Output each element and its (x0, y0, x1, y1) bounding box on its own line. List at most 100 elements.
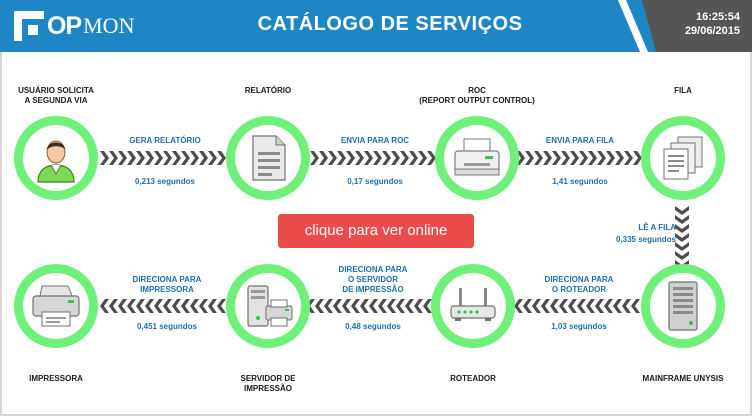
chevron-left-icon (369, 299, 378, 313)
chevron-right-icon (190, 151, 199, 165)
chevron-left-icon (333, 299, 342, 313)
node-label-line: SERVIDOR DE (240, 374, 296, 383)
chevron-left-icon (217, 299, 226, 313)
chevron-right-icon (579, 151, 588, 165)
node-mainframe[interactable] (641, 264, 725, 348)
node-impressora[interactable] (14, 264, 98, 348)
step-label-line: DE IMPRESSÃO (342, 285, 404, 294)
node-label-line: ROC (468, 86, 486, 95)
chevron-left-icon (378, 299, 387, 313)
arrow-envia-roc (310, 151, 440, 165)
node-servidor[interactable] (226, 264, 310, 348)
node-label-line: RELATÓRIO (244, 86, 292, 95)
node-label-relatorio: RELATÓRIO (203, 86, 333, 96)
chevron-right-icon (199, 151, 208, 165)
step-label-envia-fila: ENVIA PARA FILA (525, 136, 635, 146)
chevron-left-icon (604, 299, 613, 313)
chevron-right-icon (624, 151, 633, 165)
chevron-left-icon (523, 299, 532, 313)
chevron-left-icon (387, 299, 396, 313)
chevron-right-icon (154, 151, 163, 165)
chevron-right-icon (543, 151, 552, 165)
step-label-line: ENVIA PARA ROC (340, 136, 410, 145)
node-label-line: (REPORT OUTPUT CONTROL) (419, 96, 535, 105)
chevron-right-icon (597, 151, 606, 165)
chevron-right-icon (561, 151, 570, 165)
node-label-line: IMPRESSORA (29, 374, 83, 383)
step-label-line: O ROTEADOR (551, 285, 607, 294)
opmon-logo: OP MON (14, 10, 134, 42)
clock-date: 29/06/2015 (684, 25, 740, 37)
chevron-right-icon (615, 151, 624, 165)
chevron-right-icon (319, 151, 328, 165)
chevron-down-icon (675, 206, 689, 215)
logo-mark-icon (14, 11, 44, 41)
step-time-envia-fila: 1,41 segundos (552, 177, 608, 186)
arrow-envia-fila (516, 151, 646, 165)
chevron-right-icon (109, 151, 118, 165)
step-time-direciona-roteador: 1,03 segundos (551, 322, 607, 331)
node-fila[interactable] (641, 116, 725, 200)
chevron-down-icon (675, 215, 689, 224)
chevron-left-icon (577, 299, 586, 313)
chevron-left-icon (396, 299, 405, 313)
chevron-right-icon (145, 151, 154, 165)
step-label-line: IMPRESSORA (140, 285, 194, 294)
chevron-down-icon (675, 224, 689, 233)
chevron-right-icon (418, 151, 427, 165)
server-tower-icon (668, 281, 698, 331)
printer-device-icon (32, 285, 80, 327)
header-bar: OP MON CATÁLOGO DE SERVIÇOS 16:25:54 29/… (0, 0, 752, 52)
chevron-right-icon (606, 151, 615, 165)
step-time-le-fila: 0,335 segundos (615, 235, 676, 244)
arrow-direciona-impressora (100, 299, 234, 313)
chevron-right-icon (400, 151, 409, 165)
chevron-right-icon (118, 151, 127, 165)
arrow-le-fila (675, 206, 689, 270)
chevron-left-icon (315, 299, 324, 313)
chevron-left-icon (559, 299, 568, 313)
document-icon (252, 135, 286, 181)
chevron-right-icon (391, 151, 400, 165)
step-label-line: ENVIA PARA FILA (545, 136, 615, 145)
node-label-servidor: SERVIDOR DE IMPRESSÃO (203, 374, 333, 394)
documents-stack-icon (663, 136, 703, 180)
step-label-line: LÊ A FILA (638, 223, 676, 232)
step-label-line: DIRECIONA PARA (544, 275, 614, 284)
chevron-left-icon (622, 299, 631, 313)
printer-icon (454, 138, 500, 176)
node-label-roteador: ROTEADOR (408, 374, 538, 384)
node-relatorio[interactable] (226, 116, 310, 200)
chevron-right-icon (163, 151, 172, 165)
node-label-mainframe: MAINFRAME UNYSIS (618, 374, 748, 384)
node-label-impressora: IMPRESSORA (0, 374, 121, 384)
node-label-line: USUÁRIO SOLICITA (18, 86, 94, 95)
chevron-left-icon (423, 299, 432, 313)
chevron-left-icon (351, 299, 360, 313)
view-online-button[interactable]: clique para ver online (278, 214, 474, 248)
chevron-right-icon (409, 151, 418, 165)
step-time-envia-roc: 0,17 segundos (347, 177, 403, 186)
chevron-right-icon (516, 151, 525, 165)
node-label-line: ROTEADOR (450, 374, 496, 383)
step-label-direciona-roteador: DIRECIONA PARA O ROTEADOR (524, 275, 634, 295)
chevron-left-icon (154, 299, 163, 313)
node-roc[interactable] (435, 116, 519, 200)
chevron-right-icon (217, 151, 226, 165)
node-usuario[interactable] (14, 116, 98, 200)
chevron-left-icon (190, 299, 199, 313)
node-roteador[interactable] (431, 264, 515, 348)
logo-text-op: OP (47, 12, 82, 40)
step-time-direciona-impressora: 0,451 segundos (136, 322, 198, 331)
chevron-left-icon (568, 299, 577, 313)
arrow-gera-relatorio (100, 151, 230, 165)
node-label-line: IMPRESSÃO (243, 384, 292, 393)
chevron-right-icon (427, 151, 436, 165)
chevron-left-icon (109, 299, 118, 313)
chevron-right-icon (328, 151, 337, 165)
chevron-right-icon (346, 151, 355, 165)
chevron-right-icon (100, 151, 109, 165)
node-label-fila: FILA (618, 86, 748, 96)
chevron-right-icon (172, 151, 181, 165)
chevron-right-icon (534, 151, 543, 165)
